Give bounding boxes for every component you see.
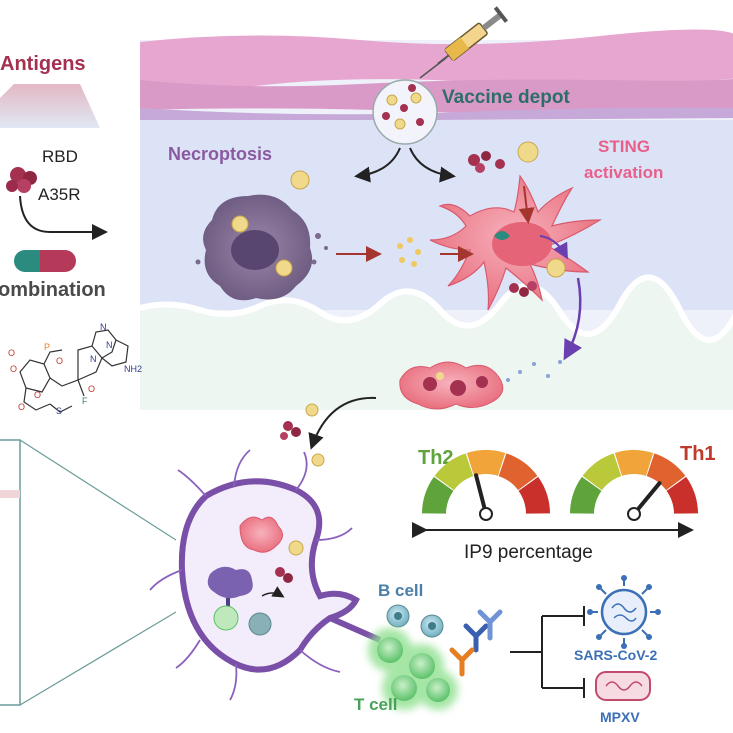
gauge-segment — [498, 453, 538, 491]
molecule-atom-labels: O N NH2 P O F O S O O O N N — [8, 322, 142, 416]
tcell-label: T cell — [354, 695, 397, 714]
lymph-apc — [207, 566, 253, 610]
dendritic-cell — [429, 174, 603, 311]
bcell-label: B cell — [378, 581, 423, 600]
rbd-antigen-icon — [6, 167, 37, 193]
a35r-label: A35R — [38, 185, 81, 204]
th1-label: Th1 — [680, 443, 716, 465]
combination-label: ombination — [0, 279, 106, 301]
svg-text:O: O — [34, 390, 41, 400]
depot-arrow-left — [354, 147, 401, 183]
svg-text:NH2: NH2 — [124, 364, 142, 374]
necroptosis-label: Necroptosis — [168, 144, 272, 164]
svg-text:O: O — [8, 348, 15, 358]
svg-text:S: S — [56, 406, 62, 416]
bcell-icon — [386, 604, 444, 638]
damp-particles — [397, 237, 421, 267]
combination-pill-icon — [14, 250, 76, 272]
antigens-panel: Antigens RBD A35R ombination — [0, 53, 108, 301]
vaccine-particle — [311, 453, 325, 467]
svg-text:O: O — [88, 384, 95, 394]
th1-gauge — [570, 450, 698, 521]
lymph-tcell — [213, 605, 239, 631]
gauge-segment — [518, 476, 550, 514]
vaccine-particle — [517, 141, 539, 163]
antigen-gradient-bar — [0, 84, 100, 128]
vaccine-depot-icon — [372, 79, 438, 145]
antigen-cluster — [468, 151, 505, 173]
syringe-icon — [419, 6, 509, 79]
vaccine-depot-label: Vaccine depot — [442, 87, 570, 108]
lymph-node — [149, 449, 382, 701]
gauge-segment — [466, 450, 506, 476]
ip9-axis-label: IP9 percentage — [464, 542, 593, 563]
zoom-panel — [0, 439, 177, 706]
secreted-particles — [506, 360, 562, 382]
mpxv-icon — [595, 671, 651, 701]
th2-gauge — [422, 450, 550, 521]
depot-arrow-right — [409, 147, 456, 183]
gauge-hub — [479, 507, 493, 521]
sting-label-line2: activation — [584, 163, 663, 182]
svg-text:P: P — [44, 342, 50, 352]
svg-text:N: N — [100, 322, 107, 332]
necroptotic-cell — [195, 194, 328, 301]
gauge-segment — [422, 476, 454, 514]
gauge-segment — [614, 450, 654, 476]
sars-cov-2-icon — [587, 575, 661, 649]
svg-text:O: O — [18, 402, 25, 412]
gauge-segment — [666, 476, 698, 514]
sting-label-line1: STING — [598, 137, 650, 156]
gauge-segment — [646, 453, 686, 491]
gauge-segment — [434, 453, 474, 491]
gauge-segment — [582, 453, 622, 491]
combination-arrow — [19, 195, 108, 240]
vaccine-particle — [305, 403, 319, 417]
svg-text:O: O — [56, 356, 63, 366]
sting-agonist-molecule — [19, 329, 129, 413]
svg-text:F: F — [82, 396, 88, 406]
to-lymph-arrow — [308, 396, 377, 450]
svg-text:N: N — [90, 354, 97, 364]
antigens-title: Antigens — [0, 53, 86, 75]
lymph-dendritic-cell — [239, 516, 304, 556]
mpxv-label: MPXV — [600, 709, 640, 725]
migrating-dendritic-cells — [399, 361, 504, 410]
gauge-segment — [570, 476, 602, 514]
vaccine-particle — [290, 170, 310, 190]
rbd-label: RBD — [42, 147, 78, 166]
svg-text:O: O — [10, 364, 17, 374]
migration-arrow — [563, 277, 583, 361]
antibody-icon — [449, 609, 503, 677]
svg-text:N: N — [106, 340, 113, 350]
gauge-hub — [627, 507, 641, 521]
sars-cov-2-label: SARS-CoV-2 — [574, 647, 657, 663]
antigen-cluster — [280, 421, 301, 440]
th2-label: Th2 — [418, 447, 454, 469]
skin-tissue — [139, 29, 733, 410]
lymph-bcell — [248, 612, 272, 636]
tcell-icon — [368, 628, 458, 710]
lymph-antigen — [275, 567, 293, 583]
neutralization-bracket — [510, 606, 585, 698]
